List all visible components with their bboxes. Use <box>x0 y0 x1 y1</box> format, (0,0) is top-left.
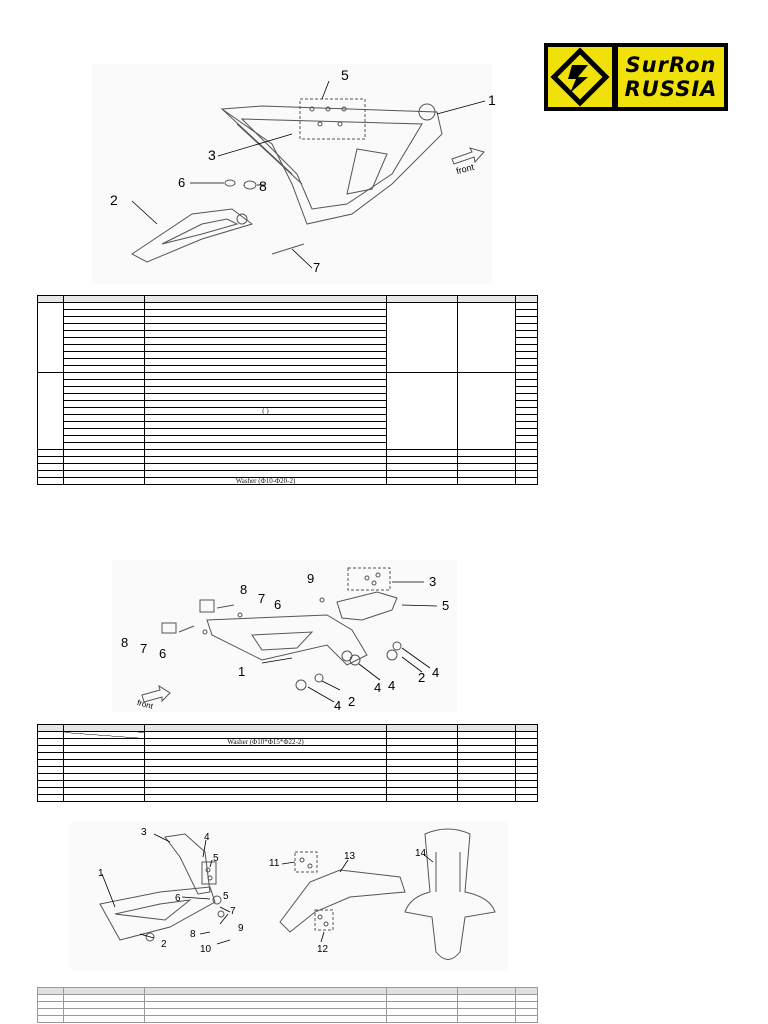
table-row <box>37 1001 538 1009</box>
fig2-callout-7b: 7 <box>140 641 148 656</box>
swingarm-drawing <box>141 567 438 703</box>
fig2-callout-8: 8 <box>240 582 248 597</box>
fig1-callout-8: 8 <box>259 178 267 194</box>
table-row <box>37 456 538 464</box>
table-row <box>37 745 538 753</box>
fig2-callout-3: 3 <box>429 574 437 589</box>
diagonal-cell <box>63 731 145 739</box>
fig1-callout-7: 7 <box>313 260 321 275</box>
table-header-row <box>37 724 538 732</box>
table-row <box>37 470 538 478</box>
fig3-callout-7: 7 <box>230 906 236 917</box>
fig2-callout-2a: 2 <box>418 670 426 685</box>
table-row: Washer (Φ10-Φ20-2) <box>37 477 538 485</box>
fender-assembly-figure: 3 4 5 1 6 5 7 8 9 10 2 11 13 14 12 <box>70 822 508 970</box>
table-row <box>37 787 538 795</box>
fig2-callout-4d: 4 <box>334 698 342 713</box>
washer-description: Washer (Φ10-Φ20-2) <box>144 477 387 485</box>
fig3-callout-11: 11 <box>269 858 280 869</box>
fig3-callout-13: 13 <box>344 851 356 862</box>
swingarm-assembly-figure: 9 3 8 7 6 5 8 7 6 1 4 2 4 4 2 4 front <box>112 560 457 713</box>
table-row <box>37 302 538 373</box>
table-row <box>37 1008 538 1016</box>
surron-logo-icon <box>548 47 612 107</box>
table-header-row <box>37 987 538 995</box>
fig3-callout-9: 9 <box>238 923 244 934</box>
table-header-row <box>37 295 538 303</box>
fig3-callout-4: 4 <box>204 832 210 843</box>
fig2-callout-9: 9 <box>307 571 315 586</box>
fig2-callout-4c: 4 <box>374 680 382 695</box>
table-row <box>37 463 538 471</box>
logo-line-1: SurRon <box>625 53 717 77</box>
fig3-callout-8: 8 <box>190 929 196 940</box>
table-row <box>37 731 538 739</box>
fig2-callout-8b: 8 <box>121 635 129 650</box>
fig3-callout-12: 12 <box>317 944 329 955</box>
table-row <box>37 1015 538 1023</box>
fig2-callout-2b: 2 <box>348 694 356 709</box>
fig3-callout-10: 10 <box>200 944 212 955</box>
frame-assembly-figure: 5 1 3 6 8 2 7 front <box>92 64 496 284</box>
table-row <box>37 372 538 450</box>
fig3-callout-5b: 5 <box>223 891 229 902</box>
fig3-callout-1: 1 <box>98 868 104 879</box>
fig1-callout-1: 1 <box>488 92 496 108</box>
fig1-callout-2: 2 <box>110 192 118 208</box>
parts-table-frame: ( ) Washer (Φ10-Φ20-2) <box>37 295 538 485</box>
table-row <box>37 752 538 760</box>
table-row <box>37 766 538 774</box>
fig1-callout-6: 6 <box>178 175 186 190</box>
fig2-callout-5: 5 <box>442 598 450 613</box>
washer-description: Washer (Φ10*Φ15*Φ22-2) <box>144 738 387 746</box>
frame-assembly-drawing <box>131 80 486 269</box>
logo-line-2: RUSSIA <box>624 77 718 101</box>
fig2-callout-6b: 6 <box>159 646 167 661</box>
fig3-callout-14: 14 <box>415 848 427 859</box>
fig2-callout-4b: 4 <box>388 678 396 693</box>
table-row <box>37 794 538 802</box>
table-row <box>37 780 538 788</box>
note-bracket: ( ) <box>144 407 387 415</box>
fig3-callout-6: 6 <box>175 893 181 904</box>
fig1-callout-5: 5 <box>341 67 349 83</box>
fig3-callout-3: 3 <box>141 827 147 838</box>
logo-wordmark: SurRon RUSSIA <box>618 47 724 107</box>
table-row: Washer (Φ10*Φ15*Φ22-2) <box>37 738 538 746</box>
surron-russia-logo: SurRon RUSSIA <box>544 43 728 111</box>
table-row <box>37 994 538 1002</box>
fender-drawing <box>99 828 496 960</box>
fig3-callout-5a: 5 <box>213 853 219 864</box>
fig2-callout-7: 7 <box>258 591 266 606</box>
fig1-callout-3: 3 <box>208 147 216 163</box>
table-row <box>37 773 538 781</box>
table-row <box>37 759 538 767</box>
table-row <box>37 449 538 457</box>
parts-table-swingarm: Washer (Φ10*Φ15*Φ22-2) <box>37 724 538 802</box>
parts-table-fenders <box>37 987 538 1023</box>
fig2-callout-1: 1 <box>238 664 246 679</box>
fig2-callout-6: 6 <box>274 597 282 612</box>
fig2-callout-4a: 4 <box>432 665 440 680</box>
fig3-callout-2: 2 <box>161 939 167 950</box>
